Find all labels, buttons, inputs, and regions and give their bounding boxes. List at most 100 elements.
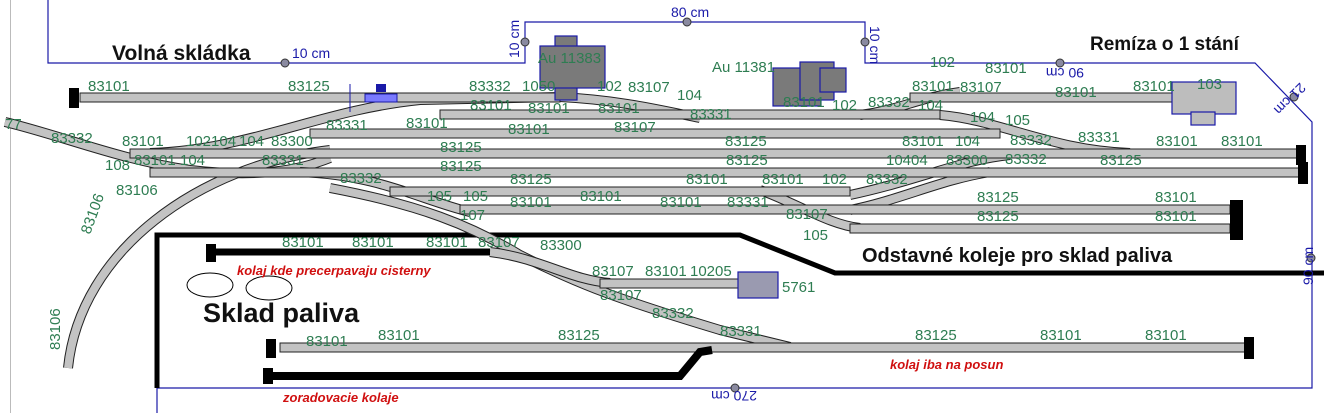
fuel-depot-wall: [154, 232, 1324, 388]
note-text: kolaj iba na posun: [890, 357, 1003, 372]
track-part-label: 83107: [960, 79, 1002, 96]
track-part-label: 83101: [528, 100, 570, 117]
track-part-label: 105: [1005, 112, 1030, 129]
track-part-label: 107: [460, 207, 485, 224]
track-part-label: 83331: [727, 194, 769, 211]
track-part-label: 77: [5, 116, 22, 133]
building-label: Au 11383: [538, 50, 601, 67]
track-part-label: 83107: [478, 234, 520, 251]
fuel-tank: [186, 272, 234, 298]
buffer-stops: [69, 88, 1308, 384]
track-part-label: 83107: [592, 263, 634, 280]
track-part-label: 83101: [645, 263, 687, 280]
track-part-label: 83125: [977, 189, 1019, 206]
track-part-label: 83106: [78, 191, 108, 236]
track-part-label: 83332: [51, 130, 93, 147]
track-part-label: 102: [597, 78, 622, 95]
track-part-label: 1050: [522, 78, 555, 95]
track-part-label: 83101: [508, 121, 550, 138]
area-title: Odstavné koleje pro sklad paliva: [862, 245, 1173, 267]
track-part-label: 104: [918, 97, 943, 114]
track-part-label: 83101: [88, 78, 130, 95]
track-part-label: 83125: [1100, 152, 1142, 169]
track-part-label: 105: [463, 188, 488, 205]
track-part-label: 102: [832, 97, 857, 114]
track-part-label: 83331: [1078, 129, 1120, 146]
track-part-label: 83300: [540, 237, 582, 254]
note-text: kolaj kde precerpavaju cisterny: [237, 263, 431, 278]
track-part-label: 83101: [1155, 208, 1197, 225]
dimension-label: 90 cm: [1046, 65, 1084, 81]
track-part-label: 83125: [288, 78, 330, 95]
track-part-label: 102: [930, 54, 955, 71]
track-part-label: 83101: [1055, 84, 1097, 101]
track-part-label: 83332: [1010, 132, 1052, 149]
track-part-label: 83101: [470, 97, 512, 114]
dimension-label: 80 cm: [671, 4, 709, 20]
track-part-label: 83101: [1040, 327, 1082, 344]
track-part-label: 83331: [690, 106, 732, 123]
track-part-label: 83107: [786, 206, 828, 223]
track-part-label: 83107: [628, 79, 670, 96]
straight-tracks: [79, 92, 1301, 353]
note-text: zoradovacie kolaje: [282, 390, 399, 405]
track-part-label: 83125: [977, 208, 1019, 225]
track-part-label: 83101: [902, 133, 944, 150]
track-part-label: 83101: [378, 327, 420, 344]
track-part-label: 83101: [985, 60, 1027, 77]
track-part-label: 104: [955, 133, 980, 150]
dimension-handles[interactable]: [280, 17, 1316, 393]
fuel-tank: [245, 275, 293, 301]
track-part-label: 10404: [886, 152, 928, 169]
track-part-label: 105: [427, 188, 452, 205]
track-part-label: 103: [1197, 76, 1222, 93]
dimension-label: 270 cm: [711, 388, 757, 404]
track-part-label: 83101: [426, 234, 468, 251]
track-part-label: 83101: [762, 171, 804, 188]
track-part-label: 83106: [116, 182, 158, 199]
track-part-label: 83332: [469, 78, 511, 95]
dark-sidings: [210, 248, 713, 380]
track-part-label: 83101: [686, 171, 728, 188]
area-title: Volná skládka: [112, 42, 251, 65]
track-part-label: 102: [822, 171, 847, 188]
track-part-label: 83101: [1145, 327, 1187, 344]
track-part-label: 83101: [912, 78, 954, 95]
dimension-label: 10 cm: [867, 26, 883, 64]
building-5761[interactable]: 5761: [737, 271, 815, 299]
track-part-label: 83101: [580, 188, 622, 205]
track-part-label: 105: [803, 227, 828, 244]
area-title: Sklad paliva: [203, 298, 360, 328]
track-part-label: 83101: [306, 333, 348, 350]
track-part-label: 83125: [558, 327, 600, 344]
track-part-label: 102104: [186, 133, 236, 150]
track-part-label: 83125: [725, 133, 767, 150]
track-part-label: 10205: [690, 263, 732, 280]
crane-icon[interactable]: [349, 84, 398, 112]
room-boundary: [47, 0, 1313, 413]
track-part-label: 83107: [614, 119, 656, 136]
track-part-label: 83106: [47, 308, 64, 350]
area-title: Remíza o 1 stání: [1090, 34, 1240, 55]
track-part-label: 83332: [652, 305, 694, 322]
left-panel-edge: [0, 0, 11, 413]
track-part-label: 83332: [866, 171, 908, 188]
building-au-11381[interactable]: Au 11381: [712, 59, 847, 107]
dimension-label: 90 cm: [1300, 247, 1316, 285]
track-part-label: 83332: [340, 170, 382, 187]
track-part-label: 104: [677, 87, 702, 104]
track-part-label: 83101: [406, 115, 448, 132]
building-au-11383[interactable]: Au 11383: [538, 35, 606, 101]
track-part-label: 83101: [510, 194, 552, 211]
track-part-label: 83125: [510, 171, 552, 188]
track-part-label: 83101: [783, 94, 825, 111]
track-part-label: 83125: [726, 152, 768, 169]
track-part-label: 83101: [122, 133, 164, 150]
track-part-label: 83331: [720, 323, 762, 340]
engine-shed[interactable]: [1171, 81, 1237, 126]
track-part-label: 104: [970, 109, 995, 126]
track-part-label: 108: [105, 157, 130, 174]
track-part-label: 83331: [262, 152, 304, 169]
track-part-label: 83332: [1005, 151, 1047, 168]
